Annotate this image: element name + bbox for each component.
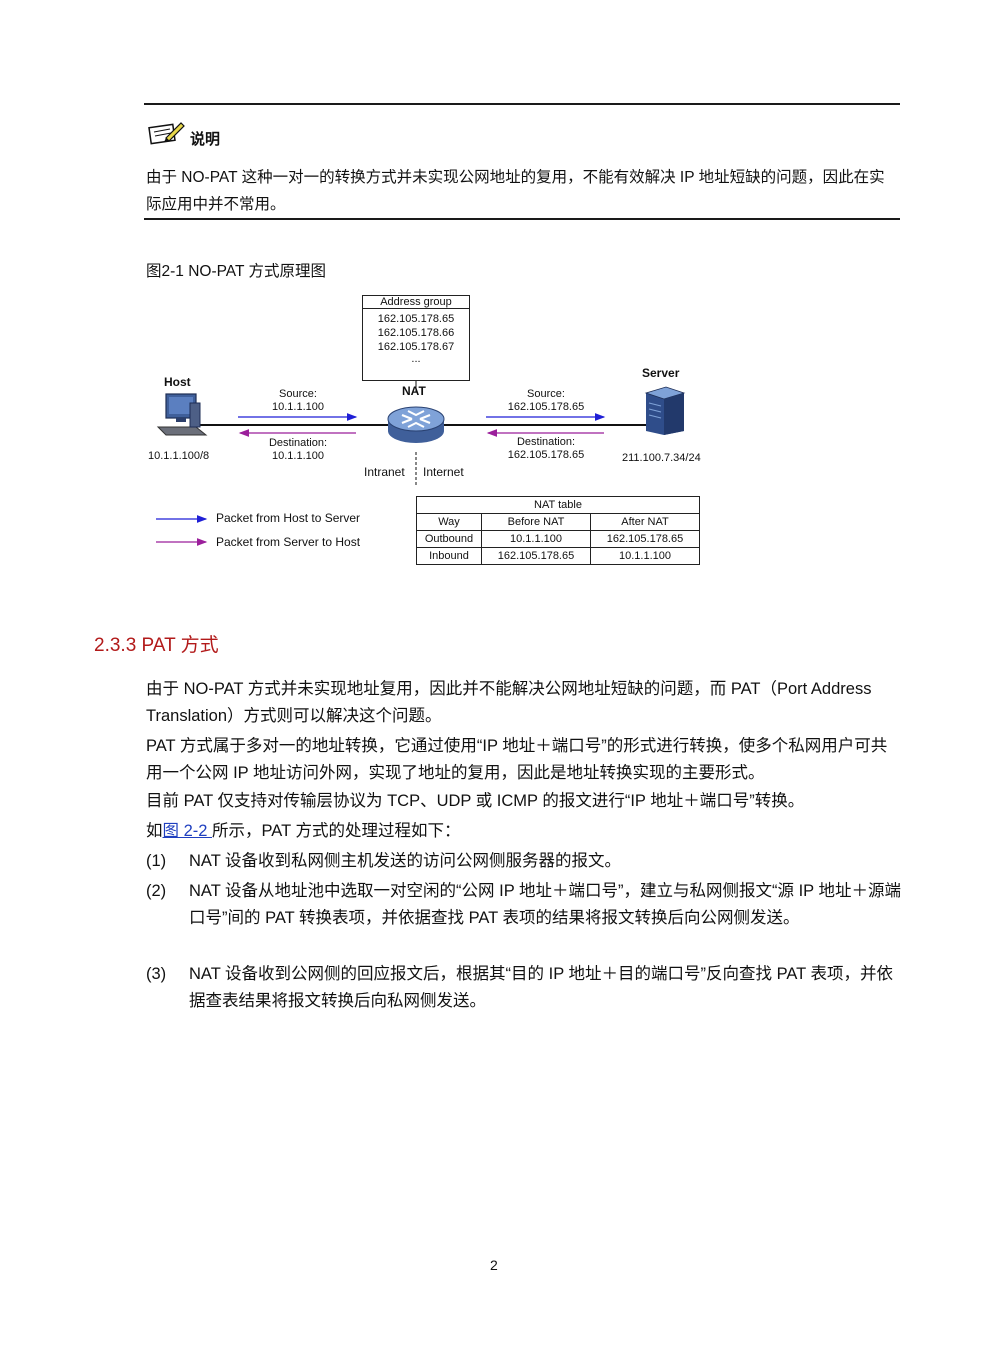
- right-source-value: 162.105.178.65: [507, 401, 585, 413]
- nat-diagram: Address group 162.105.178.65 162.105.178…: [140, 290, 720, 580]
- host-ip: 10.1.1.100/8: [148, 450, 210, 462]
- nat-table-cell: 10.1.1.100: [590, 547, 700, 565]
- right-destination-caption: Destination:: [516, 436, 576, 448]
- intranet-label: Intranet: [364, 465, 405, 479]
- nat-table-row: Inbound 162.105.178.65 10.1.1.100: [416, 547, 700, 565]
- paragraph-4-prefix: 如: [146, 822, 163, 840]
- legend-inbound-text: Packet from Server to Host: [216, 535, 361, 549]
- right-source-caption: Source:: [527, 388, 565, 400]
- server-label: Server: [642, 366, 680, 380]
- left-source-caption: Source:: [279, 388, 317, 400]
- nat-table-cell: 162.105.178.65: [590, 530, 700, 548]
- address-group-box: Address group 162.105.178.65 162.105.178…: [362, 295, 470, 381]
- left-destination-value: 10.1.1.100: [272, 450, 324, 462]
- right-source-label: Source: 162.105.178.65: [500, 388, 592, 414]
- left-source-label: Source: 10.1.1.100: [258, 388, 338, 414]
- step-2-text: NAT 设备从地址池中选取一对空闲的“公网 IP 地址＋端口号”，建立与私网侧报…: [189, 882, 901, 927]
- nat-table-header: After NAT: [590, 513, 700, 531]
- nat-router-icon: [386, 405, 446, 450]
- address-group-entry: 162.105.178.65: [377, 313, 455, 325]
- address-group-entry: ...: [411, 353, 421, 365]
- nat-table-cell: 162.105.178.65: [481, 547, 591, 565]
- nat-table: NAT table Way Before NAT After NAT Outbo…: [416, 496, 700, 565]
- left-source-value: 10.1.1.100: [272, 401, 324, 413]
- server-ip: 211.100.7.34/24: [622, 452, 701, 464]
- nat-table-cell: 10.1.1.100: [481, 530, 591, 548]
- paragraph-3: 目前 PAT 仅支持对传输层协议为 TCP、UDP 或 ICMP 的报文进行“I…: [146, 792, 805, 810]
- nat-label: NAT: [402, 384, 426, 398]
- address-group-title: Address group: [363, 296, 469, 309]
- step-1-number: (1): [146, 852, 167, 870]
- note-top-rule: [144, 103, 900, 105]
- legend-outbound-text: Packet from Host to Server: [216, 511, 361, 525]
- page-number: 2: [490, 1257, 498, 1273]
- note-title: 说明: [190, 131, 221, 148]
- figure-2-2-link[interactable]: 图 2-2: [162, 822, 213, 840]
- nat-table-header: Way: [416, 513, 482, 531]
- internet-label: Internet: [423, 465, 464, 479]
- figure-caption: 图2-1 NO-PAT 方式原理图: [146, 263, 326, 280]
- left-destination-caption: Destination:: [268, 437, 328, 449]
- nat-table-row: Outbound 10.1.1.100 162.105.178.65: [416, 530, 700, 548]
- paragraph-1: 由于 NO-PAT 方式并未实现地址复用，因此并不能解决公网地址短缺的问题，而 …: [146, 680, 872, 725]
- paragraph-4-suffix: 所示，PAT 方式的处理过程如下：: [212, 822, 461, 840]
- step-3-number: (3): [146, 965, 167, 983]
- note-text: 由于 NO-PAT 这种一对一的转换方式并未实现公网地址的复用，不能有效解决 I…: [146, 169, 885, 213]
- address-group-entry: 162.105.178.66: [377, 327, 455, 339]
- nat-table-header: Before NAT: [481, 513, 591, 531]
- right-destination-label: Destination: 162.105.178.65: [500, 436, 592, 462]
- host-label: Host: [164, 375, 191, 389]
- nat-table-cell: Outbound: [416, 530, 482, 548]
- left-destination-label: Destination: 10.1.1.100: [258, 437, 338, 463]
- nat-table-cell: Inbound: [416, 547, 482, 565]
- note-bottom-rule: [144, 218, 900, 220]
- server-icon: [640, 385, 686, 440]
- step-1-text: NAT 设备收到私网侧主机发送的访问公网侧服务器的报文。: [189, 852, 622, 870]
- nat-table-title: NAT table: [416, 496, 700, 514]
- step-3-text: NAT 设备收到公网侧的回应报文后，根据其“目的 IP 地址＋目的端口号”反向查…: [189, 965, 894, 1010]
- host-computer-icon: [156, 391, 208, 442]
- address-group-entry: 162.105.178.67: [377, 341, 455, 353]
- paragraph-4: 如图 2-2 所示，PAT 方式的处理过程如下：: [146, 818, 902, 845]
- note-pencil-icon: [148, 120, 186, 151]
- right-destination-value: 162.105.178.65: [507, 449, 585, 461]
- paragraph-2: PAT 方式属于多对一的地址转换，它通过使用“IP 地址＋端口号”的形式进行转换…: [146, 737, 888, 782]
- section-title: 2.3.3 PAT 方式: [94, 635, 219, 656]
- step-2-number: (2): [146, 882, 167, 900]
